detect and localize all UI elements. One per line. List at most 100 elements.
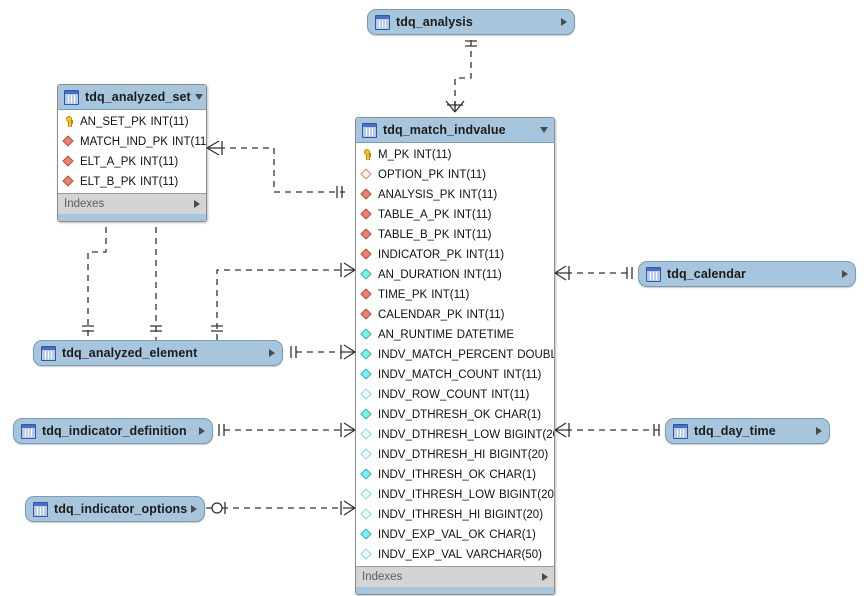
crowfoot-matchindvalue-left-2 <box>340 344 356 360</box>
caret-down-icon[interactable] <box>540 127 548 133</box>
column-name: TIME_PK <box>378 289 428 301</box>
column-row[interactable]: ELT_A_PK INT(11) <box>58 152 206 172</box>
column-name: ANALYSIS_PK <box>378 189 456 201</box>
column-name: INDV_ITHRESH_OK <box>378 469 486 481</box>
red-diamond-filled-icon <box>361 309 373 321</box>
caret-right-icon[interactable] <box>816 427 822 435</box>
one-marker-analysis <box>465 40 477 47</box>
caret-right-icon[interactable] <box>542 573 548 581</box>
crowfoot-matchindvalue-left-4 <box>340 500 356 516</box>
caret-right-icon[interactable] <box>269 349 275 357</box>
caret-down-icon[interactable] <box>194 94 203 100</box>
column-row[interactable]: MATCH_IND_PK INT(11) <box>58 132 206 152</box>
table-icon <box>21 423 36 439</box>
column-type: BIGINT(20) <box>484 509 544 521</box>
column-type: DATETIME <box>456 329 515 341</box>
column-type: BIGINT(20) <box>504 429 554 441</box>
zeroone-marker-indicatoroptions <box>206 502 226 514</box>
column-type: VARCHAR(50) <box>466 549 542 561</box>
one-marker-analyzedelement-3 <box>211 325 223 332</box>
column-row[interactable]: AN_SET_PK INT(11) <box>58 112 206 132</box>
column-type: INT(11) <box>463 269 502 281</box>
column-name: INDV_MATCH_PERCENT <box>378 349 514 361</box>
table-title: tdq_calendar <box>667 267 747 281</box>
red-diamond-filled-icon <box>63 156 75 168</box>
caret-right-icon[interactable] <box>191 505 198 513</box>
table-node-tdq-indicator-definition[interactable]: tdq_indicator_definition <box>13 418 213 444</box>
edge-analyzedset-analyzedelement-1 <box>87 216 107 340</box>
column-name: INDV_DTHRESH_LOW <box>378 429 501 441</box>
column-type: INT(11) <box>453 209 492 221</box>
table-header[interactable]: tdq_analyzed_set <box>58 85 206 110</box>
caret-right-icon[interactable] <box>842 270 848 278</box>
cyan-diamond-filled-icon <box>361 409 373 421</box>
table-node-tdq-calendar[interactable]: tdq_calendar <box>638 261 856 287</box>
indexes-section[interactable]: Indexes <box>356 566 554 587</box>
column-type: INT(11) <box>453 229 492 241</box>
table-node-tdq-analyzed-set[interactable]: tdq_analyzed_set AN_SET_PK INT(11) MATCH… <box>57 84 207 222</box>
column-type: INT(11) <box>150 116 189 128</box>
crowfoot-matchindvalue-left-3 <box>340 422 356 438</box>
column-type: DOUBLE <box>517 349 554 361</box>
table-node-tdq-day-time[interactable]: tdq_day_time <box>665 418 830 444</box>
table-title: tdq_indicator_definition <box>42 424 187 438</box>
column-type: INT(11) <box>465 249 505 261</box>
cyan-diamond-filled-icon <box>361 369 373 381</box>
column-type: INT(11) <box>466 309 505 321</box>
column-name: INDV_DTHRESH_OK <box>378 409 491 421</box>
table-header[interactable]: tdq_match_indvalue <box>356 118 554 143</box>
column-type: INT(11) <box>413 149 452 161</box>
column-row[interactable]: ELT_B_PK INT(11) <box>58 172 206 192</box>
column-type: CHAR(1) <box>489 529 536 541</box>
caret-right-icon[interactable] <box>561 18 567 26</box>
column-name: INDV_ITHRESH_LOW <box>378 489 495 501</box>
one-marker-matchindvalue-left-1 <box>336 186 343 198</box>
table-node-tdq-analyzed-element[interactable]: tdq_analyzed_element <box>33 340 283 366</box>
table-title: tdq_analyzed_element <box>62 346 198 360</box>
table-icon <box>362 122 377 138</box>
caret-right-icon[interactable] <box>194 200 200 208</box>
indexes-label: Indexes <box>64 198 105 210</box>
cyan-diamond-filled-icon <box>361 529 373 541</box>
column-type: BIGINT(20) <box>498 489 555 501</box>
cyan-diamond-filled-icon <box>361 329 373 341</box>
footer-strip <box>356 587 554 594</box>
column-name: INDV_EXP_VAL <box>378 549 463 561</box>
indexes-section[interactable]: Indexes <box>58 193 206 214</box>
cyan-diamond-hollow-icon <box>361 389 373 401</box>
table-icon <box>33 501 48 517</box>
column-type: BIGINT(20) <box>489 449 549 461</box>
cyan-diamond-filled-icon <box>361 349 373 361</box>
column-name: AN_SET_PK <box>80 116 147 128</box>
crowfoot-matchindvalue-right-2 <box>554 422 570 438</box>
column-type: INT(11) <box>140 156 179 168</box>
red-diamond-filled-icon <box>361 249 373 261</box>
table-node-tdq-indicator-options[interactable]: tdq_indicator_options <box>25 496 205 522</box>
edge-analyzedelement-matchindvalue-1 <box>216 269 345 340</box>
column-row[interactable]: INDV_MATCH_PERCENTDOUBLE <box>356 345 554 365</box>
caret-right-icon[interactable] <box>199 427 205 435</box>
table-node-tdq-analysis[interactable]: tdq_analysis <box>367 9 575 35</box>
